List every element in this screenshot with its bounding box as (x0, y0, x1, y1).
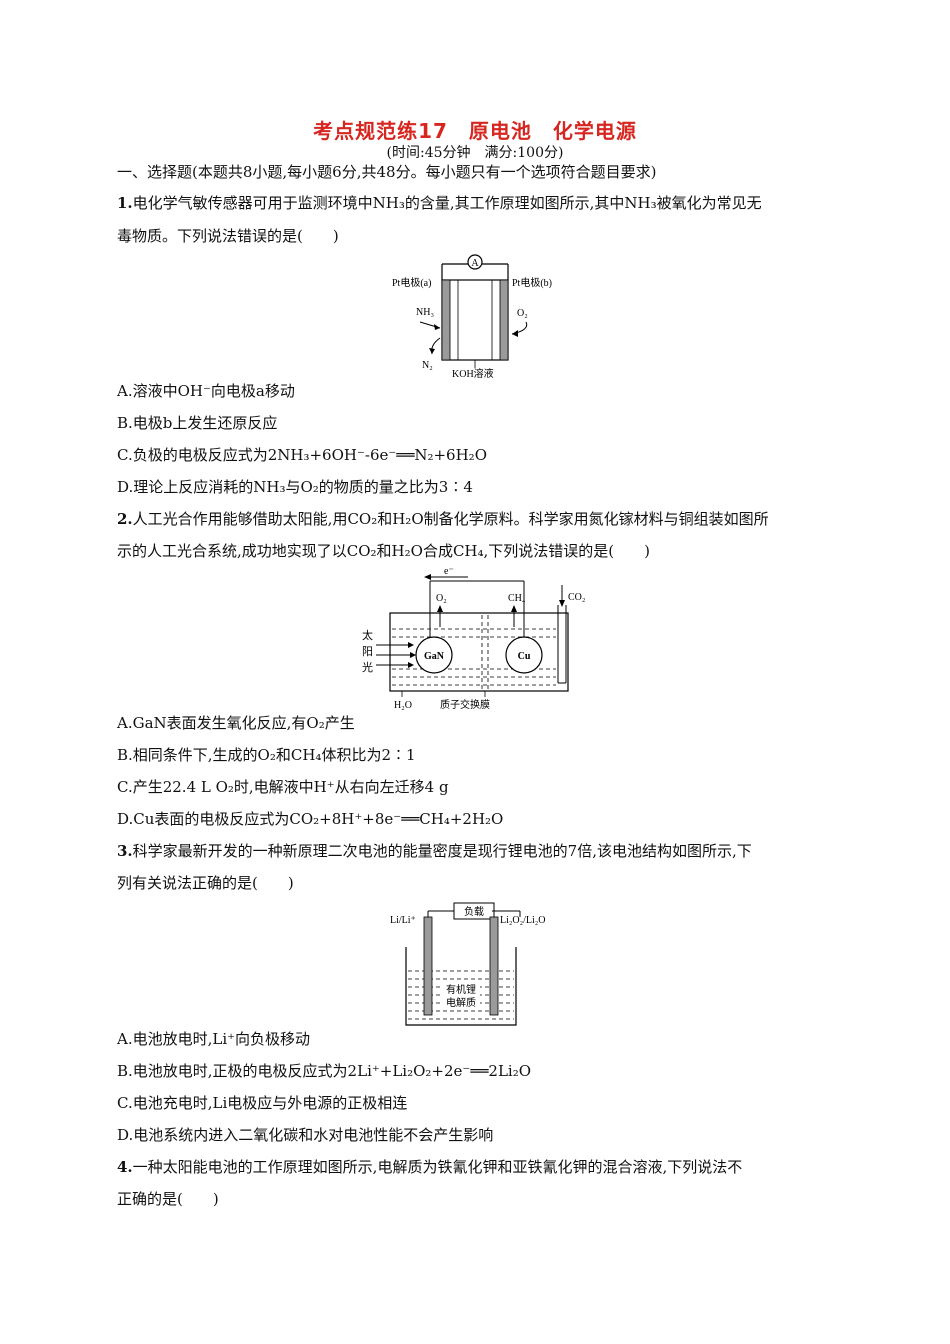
fig2-sun-1: 太 (362, 629, 373, 642)
question-3-number: 3. (117, 842, 133, 860)
question-1-stem-2: 毒物质。下列说法错误的是( ) (117, 227, 339, 245)
electron-arrow-icon (424, 574, 431, 580)
fig1-left-electrode: Pt电极(a) (392, 276, 431, 289)
q1-option-c: C.负极的电极反应式为2NH₃+6OH⁻-6e⁻══N₂+6H₂O (117, 446, 487, 464)
cu-electrode (505, 636, 543, 674)
question-1-number: 1. (117, 194, 133, 212)
question-2-stem-1: 人工光合作用能够借助太阳能,用CO₂和H₂O制备化学原料。科学家用氮化镓材料与铜… (132, 510, 769, 528)
question-3-stem-1: 科学家最新开发的一种新原理二次电池的能量密度是现行锂电池的7倍,该电池结构如图所… (132, 842, 752, 860)
question-3-figure: 负载 Li/Li⁺ Li₂O₂/Li₂O 有机锂 电解质 (390, 902, 545, 1026)
q2-option-d: D.Cu表面的电极反应式为CO₂+8H⁺+8e⁻══CH₄+2H₂O (117, 810, 504, 828)
q3-option-a: A.电池放电时,Li⁺向负极移动 (117, 1030, 311, 1048)
fig2-o2: O₂ (436, 593, 447, 604)
q3-option-d: D.电池系统内进入二氧化碳和水对电池性能不会产生影响 (117, 1126, 494, 1144)
fig1-left-out: N₂ (422, 360, 433, 371)
fig2-sun-3: 光 (362, 660, 373, 674)
question-3-stem-2: 列有关说法正确的是( ) (117, 874, 294, 892)
q3-option-c: C.电池充电时,Li电极应与外电源的正极相连 (117, 1094, 408, 1112)
li-electrode (423, 916, 433, 1016)
fig1-ammeter: A (471, 258, 479, 269)
fig1-electrolyte: KOH溶液 (452, 367, 494, 380)
question-2-line-1: 2.人工光合作用能够借助太阳能,用CO₂和H₂O制备化学原料。科学家用氮化镓材料… (117, 509, 769, 529)
question-4-line-1: 4.一种太阳能电池的工作原理如图所示,电解质为铁氰化钾和亚铁氰化钾的混合溶液,下… (117, 1157, 742, 1177)
fig1-right-electrode: Pt电极(b) (512, 276, 552, 289)
fig1-left-in: NH₃ (416, 307, 434, 318)
fig3-right-label: Li₂O₂/Li₂O (500, 915, 545, 926)
question-3-line-1: 3.科学家最新开发的一种新原理二次电池的能量密度是现行锂电池的7倍,该电池结构如… (117, 841, 752, 861)
fig2-cu: Cu (518, 651, 531, 662)
fig2-ch4: CH₄ (508, 593, 526, 604)
question-2-figure: e⁻ O₂ CH₄ CO₂ GaN Cu 太 阳 光 (362, 566, 585, 711)
sunlight-arrows-icon (376, 644, 414, 666)
question-1-line-1: 1.电化学气敏传感器可用于监测环境中NH₃的含量,其工作原理如图所示,其中NH₃… (117, 193, 762, 213)
page-subtitle: (时间:45分钟 满分:100分) (386, 145, 564, 161)
fig2-h2o: H₂O (394, 700, 412, 711)
fig2-sun-2: 阳 (362, 645, 373, 658)
li2o2-electrode (489, 916, 499, 1016)
fig2-gan: GaN (424, 651, 445, 662)
q1-option-b: B.电极b上发生还原反应 (117, 414, 278, 432)
q2-option-a: A.GaN表面发生氧化反应,有O₂产生 (117, 714, 355, 732)
fig3-electrolyte-2: 电解质 (446, 996, 476, 1009)
fig1-right-in: O₂ (517, 308, 528, 319)
fig2-co2: CO₂ (568, 592, 585, 603)
q2-option-c: C.产生22.4 L O₂时,电解液中H⁺从右向左迁移4 g (117, 778, 449, 796)
page-title: 考点规范练17 原电池 化学电源 (313, 119, 637, 143)
fig2-membrane: 质子交换膜 (440, 698, 490, 711)
q3-option-b: B.电池放电时,正极的电极反应式为2Li⁺+Li₂O₂+2e⁻══2Li₂O (117, 1062, 532, 1080)
question-4-stem-2: 正确的是( ) (117, 1190, 219, 1208)
fig3-left-label: Li/Li⁺ (390, 915, 416, 926)
question-2-stem-2: 示的人工光合系统,成功地实现了以CO₂和H₂O合成CH₄,下列说法错误的是( ) (117, 542, 650, 560)
question-4-stem-1: 一种太阳能电池的工作原理如图所示,电解质为铁氰化钾和亚铁氰化钾的混合溶液,下列说… (132, 1158, 743, 1176)
ammeter-icon (467, 254, 483, 270)
question-4-number: 4. (117, 1158, 133, 1176)
fig3-electrolyte-1: 有机锂 (446, 983, 476, 996)
fig2-electron: e⁻ (444, 566, 454, 577)
question-1-stem-1: 电化学气敏传感器可用于监测环境中NH₃的含量,其工作原理如图所示,其中NH₃被氧… (132, 194, 762, 212)
q2-option-b: B.相同条件下,生成的O₂和CH₄体积比为2∶1 (117, 746, 416, 764)
q1-option-d: D.理论上反应消耗的NH₃与O₂的物质的量之比为3∶4 (117, 478, 473, 496)
question-1-figure: A Pt电极(a) Pt电极(b) NH₃ N₂ O₂ KOH溶液 (392, 254, 552, 380)
section-heading: 一、选择题(本题共8小题,每小题6分,共48分。每小题只有一个选项符合题目要求) (117, 163, 657, 181)
question-2-number: 2. (117, 510, 133, 528)
fig3-load: 负载 (464, 905, 484, 918)
q1-option-a: A.溶液中OH⁻向电极a移动 (117, 382, 295, 400)
